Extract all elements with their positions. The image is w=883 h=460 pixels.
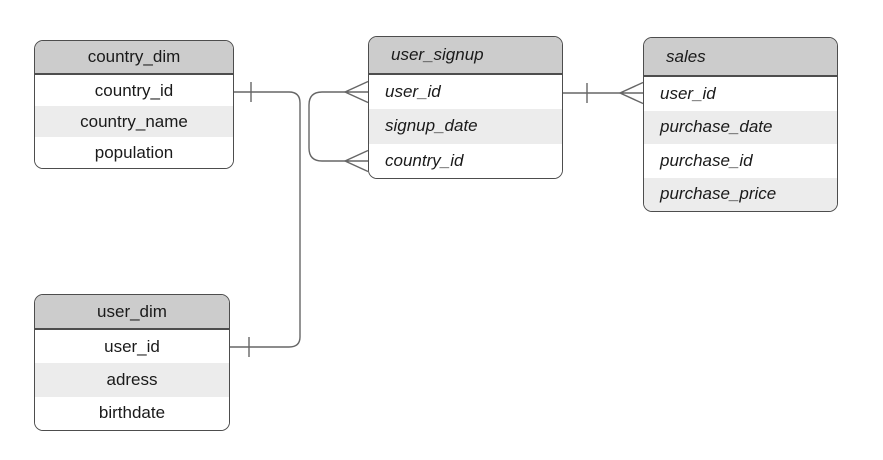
table-row[interactable]: country_id: [35, 75, 233, 106]
relation-branches-user_signup[interactable]: [308, 80, 369, 173]
connector-line[interactable]: [230, 91, 301, 348]
many-cardinality-crowfoot: [343, 80, 369, 104]
many-cardinality-crowfoot: [618, 81, 644, 105]
column-name: user_id: [660, 83, 716, 103]
table-row[interactable]: birthdate: [35, 396, 229, 430]
entity-table-user_signup[interactable]: user_signup user_id signup_date country_…: [368, 36, 563, 179]
many-cardinality-crowfoot: [343, 149, 369, 173]
table-row[interactable]: purchase_date: [644, 110, 837, 144]
table-row[interactable]: purchase_price: [644, 177, 837, 211]
relation-country_dim-user_dim-trunk[interactable]: [230, 82, 301, 357]
connector-line[interactable]: [308, 91, 345, 162]
entity-table-country_dim[interactable]: country_dim country_id country_name popu…: [34, 40, 234, 169]
entity-table-user_dim[interactable]: user_dim user_id adress birthdate: [34, 294, 230, 431]
table-title: user_signup: [391, 45, 484, 64]
table-row[interactable]: adress: [35, 363, 229, 397]
column-name: purchase_date: [660, 117, 773, 137]
column-name: country_name: [80, 111, 188, 131]
table-header[interactable]: user_signup: [369, 37, 562, 75]
table-title: sales: [666, 46, 706, 66]
column-name: purchase_id: [660, 150, 753, 170]
table-row[interactable]: purchase_id: [644, 144, 837, 178]
column-name: adress: [106, 369, 158, 389]
table-title: country_dim: [87, 47, 181, 66]
table-row[interactable]: user_id: [35, 330, 229, 364]
column-name: purchase_price: [660, 184, 777, 204]
column-name: user_id: [385, 82, 441, 102]
table-header[interactable]: country_dim: [35, 41, 233, 75]
table-row[interactable]: signup_date: [369, 109, 562, 144]
column-name: country_id: [385, 150, 464, 170]
table-row[interactable]: country_name: [35, 106, 233, 137]
column-name: user_id: [104, 336, 160, 356]
table-header[interactable]: user_dim: [35, 295, 229, 330]
table-row[interactable]: user_id: [644, 77, 837, 111]
table-row[interactable]: country_id: [369, 143, 562, 178]
column-name: signup_date: [385, 116, 478, 136]
table-row[interactable]: user_id: [369, 75, 562, 110]
column-name: country_id: [94, 80, 174, 100]
table-row[interactable]: population: [35, 137, 233, 168]
table-title: user_dim: [97, 301, 167, 321]
relation-user_signup-sales[interactable]: [563, 81, 644, 105]
entity-table-sales[interactable]: sales user_id purchase_date purchase_id …: [643, 37, 838, 212]
column-name: population: [94, 142, 174, 162]
column-name: birthdate: [98, 403, 166, 423]
table-header[interactable]: sales: [644, 38, 837, 77]
